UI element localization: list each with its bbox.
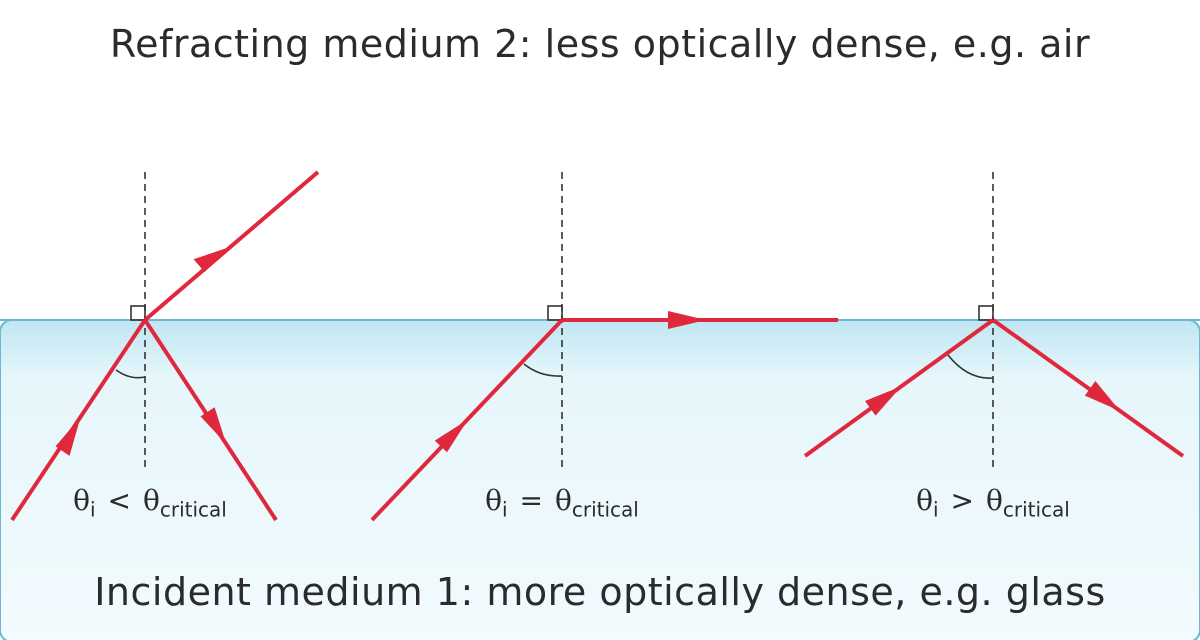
case-label-less: θi<θcritical [0,484,300,522]
arrowhead-refracted-2 [668,311,706,329]
right-angle-marker-2 [547,305,563,321]
theta-symbol: θ [73,484,90,517]
arrowhead-reflected-3 [1084,381,1120,411]
incident-medium-label: Incident medium 1: more optically dense,… [94,570,1106,614]
theta-symbol: θ [555,484,572,517]
refracting-medium-label: Refracting medium 2: less optically dens… [109,22,1091,66]
critical-subscript: critical [571,497,639,522]
critical-subscript: critical [159,497,227,522]
comparison-operator: < [107,484,132,517]
arrowhead-incident-3 [865,386,902,416]
case-label-equal: θi=θcritical [412,484,712,522]
theta-symbol: θ [143,484,160,517]
angle-arc-3 [947,354,994,379]
case-equal-to-critical [370,172,838,522]
case-less-than-critical [10,170,320,522]
theta-symbol: θ [485,484,502,517]
right-angle-marker-1 [130,305,146,321]
incident-subscript: i [89,497,96,522]
comparison-operator: > [950,484,975,517]
theta-symbol: θ [916,484,933,517]
incident-subscript: i [932,497,939,522]
comparison-operator: = [519,484,544,517]
arrowhead-incident-1 [55,417,81,456]
right-angle-marker-3 [978,305,994,321]
incident-subscript: i [501,497,508,522]
reflected-ray-3 [991,318,1185,458]
arrowhead-reflected-1 [200,407,227,444]
angle-arc-2 [523,363,563,377]
arrowhead-refracted-1 [193,246,231,272]
critical-subscript: critical [1002,497,1070,522]
angle-arc-1 [115,369,146,379]
refracted-ray-1 [143,170,320,322]
case-label-greater: θi>θcritical [843,484,1143,522]
case-greater-than-critical [803,172,1185,468]
theta-symbol: θ [986,484,1003,517]
arrowhead-incident-2 [434,419,468,453]
incident-ray-2 [370,318,564,522]
